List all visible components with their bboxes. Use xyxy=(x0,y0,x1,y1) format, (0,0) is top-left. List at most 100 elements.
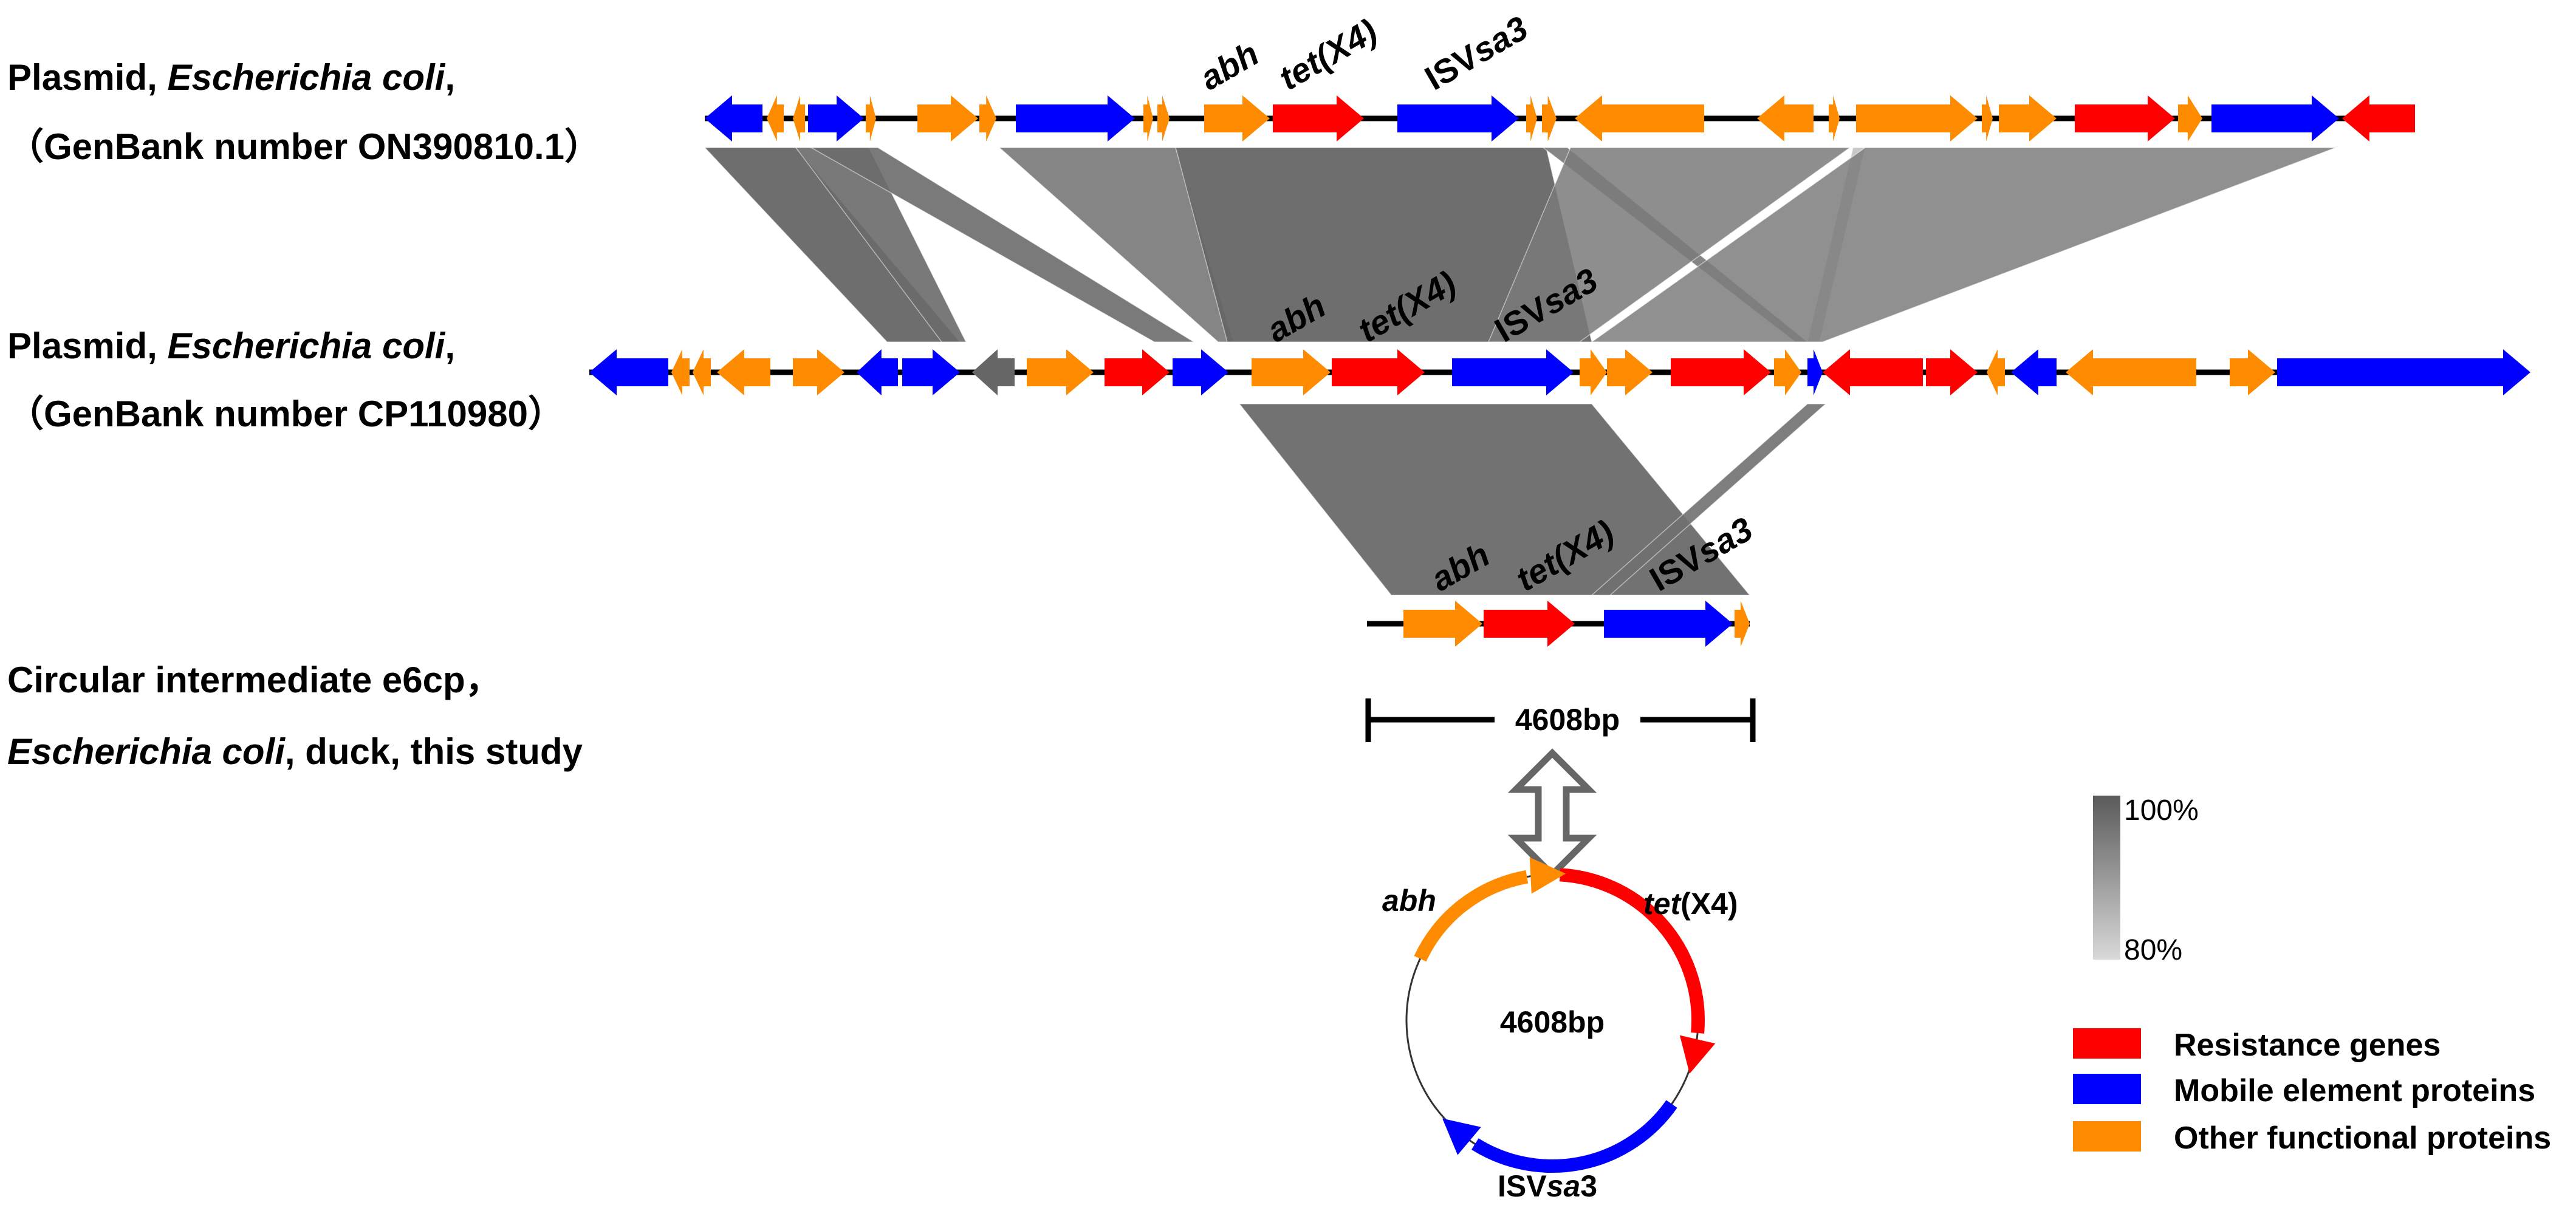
genes2-gene-9 xyxy=(1105,349,1170,395)
genes1-gene-3 xyxy=(808,95,864,142)
track1-label: Plasmid, Escherichia coli, （GenBank numb… xyxy=(7,57,601,167)
legend-swatch-mobile xyxy=(2073,1074,2141,1104)
svg-text:ISVsa3: ISVsa3 xyxy=(1419,9,1535,97)
genes1-gene-2 xyxy=(793,95,805,142)
genes2-gene-17 xyxy=(1774,349,1801,395)
circle-arrow-tet xyxy=(1679,1035,1716,1074)
genes2-gene-8 xyxy=(1027,349,1094,395)
genes1-gene-21 xyxy=(2075,95,2175,142)
track2-label: Plasmid, Escherichia coli, （GenBank numb… xyxy=(7,326,564,434)
svg-text:100%: 100% xyxy=(2124,794,2199,827)
genes2-gene-22 xyxy=(2011,349,2057,395)
genes2-gene-16 xyxy=(1671,349,1771,395)
ribbon-j xyxy=(1238,403,1751,596)
size-bar: 4608bp xyxy=(1365,698,1756,742)
circle-center-label: 4608bp xyxy=(1500,1005,1605,1039)
circle-tet-label: tet(X4) xyxy=(1643,887,1738,921)
svg-text:（GenBank number ON390810.1）: （GenBank number ON390810.1） xyxy=(7,126,601,167)
circle-arrow-abh xyxy=(1529,857,1566,894)
legend-swatch-other xyxy=(2073,1121,2141,1152)
circular-map xyxy=(1405,857,1716,1173)
homology-ribbons xyxy=(704,147,2337,596)
circle-arc-tet xyxy=(1559,868,1705,1034)
genes2-gene-15 xyxy=(1607,349,1653,395)
genes2-gene-4 xyxy=(793,349,844,395)
genes1-gene-5 xyxy=(917,95,978,142)
genes1-gene-16 xyxy=(1757,95,1814,142)
genes1-gene-1 xyxy=(767,95,784,142)
genes2-gene-10 xyxy=(1173,349,1228,395)
ribbon-i xyxy=(1590,147,2337,343)
legend-swatch-resistance xyxy=(2073,1028,2141,1059)
genes2-gene-19 xyxy=(1823,349,1923,395)
track1-gene-labels: abh tet(X4) ISVsa3 xyxy=(1194,9,1535,97)
genes1-gene-11 xyxy=(1273,95,1364,142)
double-arrow-icon xyxy=(1507,748,1597,879)
genes1-gene-7 xyxy=(1016,95,1135,142)
circle-arc-isvsa3 xyxy=(1471,1100,1677,1173)
svg-text:Circular intermediate e6cp，: Circular intermediate e6cp， xyxy=(7,660,502,700)
genes3-gene-2 xyxy=(1604,601,1733,647)
genes2-gene-24 xyxy=(2230,349,2275,395)
svg-text:80%: 80% xyxy=(2124,934,2182,966)
circle-abh-label: abh xyxy=(1382,884,1436,918)
circle-arc-abh xyxy=(1414,870,1529,962)
legend-label-resistance: Resistance genes xyxy=(2174,1028,2441,1063)
svg-text:Escherichia coli, duck, this s: Escherichia coli, duck, this study xyxy=(7,731,583,772)
genes1-gene-18 xyxy=(1856,95,1978,142)
genes2-gene-20 xyxy=(1926,349,1978,395)
ribbon-c xyxy=(809,147,1196,343)
genes1-gene-8 xyxy=(1143,95,1153,142)
track2-genes xyxy=(589,349,2530,395)
genes2-gene-6 xyxy=(902,349,960,395)
genes2-gene-14 xyxy=(1580,349,1607,395)
genes1-gene-14 xyxy=(1542,95,1557,142)
genes1-gene-19 xyxy=(1982,95,1993,142)
genes2-gene-25 xyxy=(2277,349,2530,395)
genes2-gene-7 xyxy=(972,349,1015,395)
genes1-gene-12 xyxy=(1397,95,1519,142)
genes1-gene-13 xyxy=(1526,95,1537,142)
legend-label-other: Other functional proteins xyxy=(2174,1121,2551,1156)
legend: Resistance genes Mobile element proteins… xyxy=(2073,1028,2551,1156)
genes2-gene-5 xyxy=(857,349,898,395)
legend-label-mobile: Mobile element proteins xyxy=(2174,1073,2535,1108)
genes1-gene-23 xyxy=(2211,95,2339,142)
genes3-gene-1 xyxy=(1484,601,1575,647)
genes1-gene-9 xyxy=(1157,95,1170,142)
identity-scale: 100% 80% xyxy=(2093,794,2199,966)
track3-genes xyxy=(1403,601,1750,647)
genes2-gene-13 xyxy=(1452,349,1574,395)
genes2-gene-0 xyxy=(589,349,668,395)
genes1-gene-15 xyxy=(1575,95,1704,142)
svg-text:Plasmid, Escherichia coli,: Plasmid, Escherichia coli, xyxy=(7,57,455,98)
genes1-gene-0 xyxy=(705,95,762,142)
svg-text:（GenBank number CP110980）: （GenBank number CP110980） xyxy=(7,394,564,434)
genes2-gene-21 xyxy=(1987,349,2005,395)
ribbon-k xyxy=(1591,403,1827,596)
genes1-gene-24 xyxy=(2342,95,2415,142)
genes3-gene-0 xyxy=(1403,601,1482,647)
svg-text:abh: abh xyxy=(1194,34,1266,97)
genes1-gene-6 xyxy=(979,95,996,142)
genes1-gene-20 xyxy=(1999,95,2057,142)
circle-isvsa3-label: ISVsa3 xyxy=(1498,1169,1597,1203)
svg-text:tet(X4): tet(X4) xyxy=(1273,12,1383,98)
genes2-gene-2 xyxy=(693,349,711,395)
genes1-gene-10 xyxy=(1204,95,1270,142)
size-bar-label: 4608bp xyxy=(1515,703,1620,737)
genes3-gene-3 xyxy=(1735,601,1750,647)
circle-arrow-isvsa3 xyxy=(1442,1118,1481,1155)
genes2-gene-11 xyxy=(1252,349,1331,395)
track1-genes xyxy=(705,95,2415,142)
track3-label: Circular intermediate e6cp， Escherichia … xyxy=(7,660,583,772)
ribbon-g xyxy=(1487,147,1852,343)
genes2-gene-3 xyxy=(717,349,770,395)
genes1-gene-4 xyxy=(866,95,876,142)
svg-text:Plasmid, Escherichia coli,: Plasmid, Escherichia coli, xyxy=(7,326,455,366)
genes2-gene-1 xyxy=(671,349,690,395)
genes2-gene-23 xyxy=(2066,349,2196,395)
genes2-gene-18 xyxy=(1807,349,1823,395)
genes1-gene-22 xyxy=(2178,95,2202,142)
